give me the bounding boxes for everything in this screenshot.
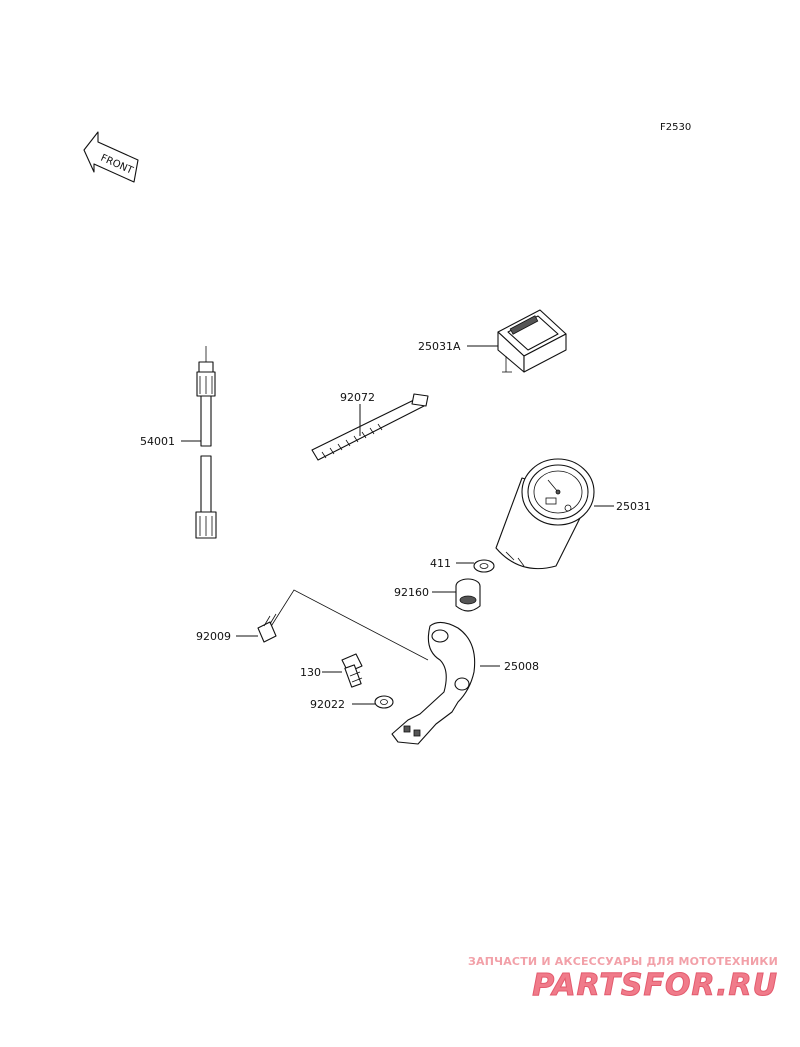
label-92009: 92009: [196, 630, 231, 643]
washer-92022[interactable]: [374, 695, 394, 709]
label-54001: 54001: [140, 435, 175, 448]
label-25031a: 25031A: [418, 340, 461, 353]
indicator-unit[interactable]: [497, 309, 567, 373]
label-25031: 25031: [616, 500, 651, 513]
damper-92160[interactable]: [455, 578, 481, 612]
speedometer-cable[interactable]: [195, 346, 217, 539]
routing-line: [269, 589, 429, 661]
watermark-tagline: ЗАПЧАСТИ И АКСЕССУАРЫ ДЛЯ МОТОТЕХНИКИ: [468, 955, 778, 968]
washer-411[interactable]: [473, 559, 495, 573]
label-411: 411: [430, 557, 451, 570]
front-arrow-icon: FRONT: [83, 131, 139, 183]
bolt-130[interactable]: [341, 653, 363, 688]
label-25008: 25008: [504, 660, 539, 673]
cable-tie[interactable]: [311, 393, 429, 461]
meter-bracket[interactable]: [391, 621, 476, 745]
screw-92009[interactable]: [257, 613, 277, 643]
label-130: 130: [300, 666, 321, 679]
label-92160: 92160: [394, 586, 429, 599]
watermark-logo[interactable]: PARTSFOR.RU: [532, 968, 778, 1004]
label-92072: 92072: [340, 391, 375, 404]
label-92022: 92022: [310, 698, 345, 711]
figure-reference: F2530: [660, 122, 691, 133]
speedometer[interactable]: [495, 458, 595, 570]
